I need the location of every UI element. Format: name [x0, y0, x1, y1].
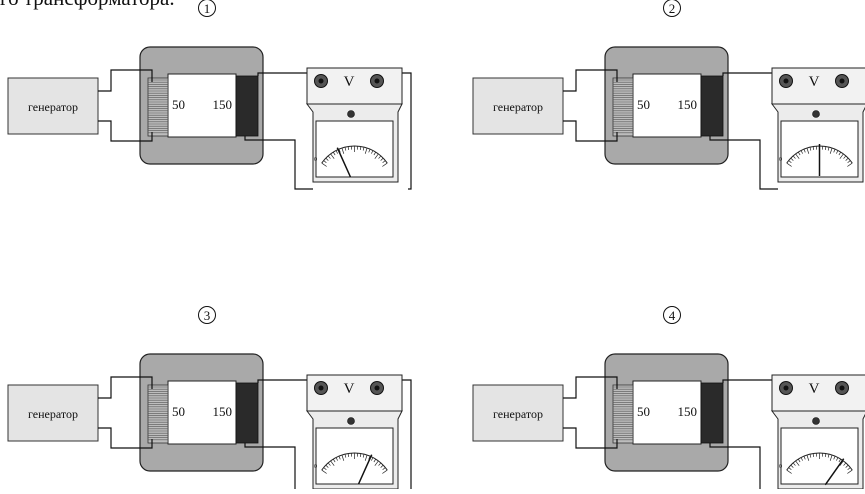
voltmeter: V0 — [772, 68, 865, 182]
dial-zero-mark: 0 — [314, 157, 317, 163]
diagram-number: 2 — [669, 1, 676, 16]
voltmeter-symbol: V — [809, 381, 820, 397]
generator-label: генератор — [493, 407, 543, 421]
terminal-right-center — [840, 386, 845, 391]
secondary-turns-label: 150 — [678, 404, 698, 419]
secondary-turns-label: 150 — [213, 97, 233, 112]
secondary-coil — [701, 383, 723, 443]
primary-turns-label: 50 — [637, 97, 650, 112]
voltmeter: V0 — [307, 375, 402, 489]
header-text: го трансформатора. — [0, 0, 175, 11]
voltmeter-symbol: V — [809, 74, 820, 90]
terminal-left-center — [784, 386, 789, 391]
zero-adjust-screw — [813, 418, 820, 425]
primary-turns-label: 50 — [172, 97, 185, 112]
terminal-left-center — [319, 79, 324, 84]
diagram-number: 1 — [204, 1, 211, 16]
primary-coil — [613, 78, 633, 136]
diagram-number: 4 — [669, 308, 676, 323]
zero-adjust-screw — [348, 111, 355, 118]
generator-label: генератор — [493, 100, 543, 114]
dial-zero-mark: 0 — [779, 464, 782, 470]
secondary-coil — [236, 383, 258, 443]
terminal-right-center — [375, 386, 380, 391]
primary-turns-label: 50 — [172, 404, 185, 419]
generator-label: генератор — [28, 100, 78, 114]
terminal-right-center — [375, 79, 380, 84]
voltmeter-symbol: V — [344, 381, 355, 397]
primary-coil — [148, 78, 168, 136]
diagram-number: 3 — [204, 308, 211, 323]
secondary-turns-label: 150 — [678, 97, 698, 112]
zero-adjust-screw — [813, 111, 820, 118]
secondary-coil — [236, 76, 258, 136]
secondary-turns-label: 150 — [213, 404, 233, 419]
terminal-left-center — [784, 79, 789, 84]
voltmeter-symbol: V — [344, 74, 355, 90]
dial-zero-mark: 0 — [314, 464, 317, 470]
zero-adjust-screw — [348, 418, 355, 425]
secondary-coil — [701, 76, 723, 136]
dial-zero-mark: 0 — [779, 157, 782, 163]
primary-coil — [148, 385, 168, 443]
voltmeter: V0 — [772, 375, 865, 489]
generator-label: генератор — [28, 407, 78, 421]
primary-coil — [613, 385, 633, 443]
primary-turns-label: 50 — [637, 404, 650, 419]
voltmeter: V0 — [307, 68, 402, 182]
terminal-left-center — [319, 386, 324, 391]
terminal-right-center — [840, 79, 845, 84]
